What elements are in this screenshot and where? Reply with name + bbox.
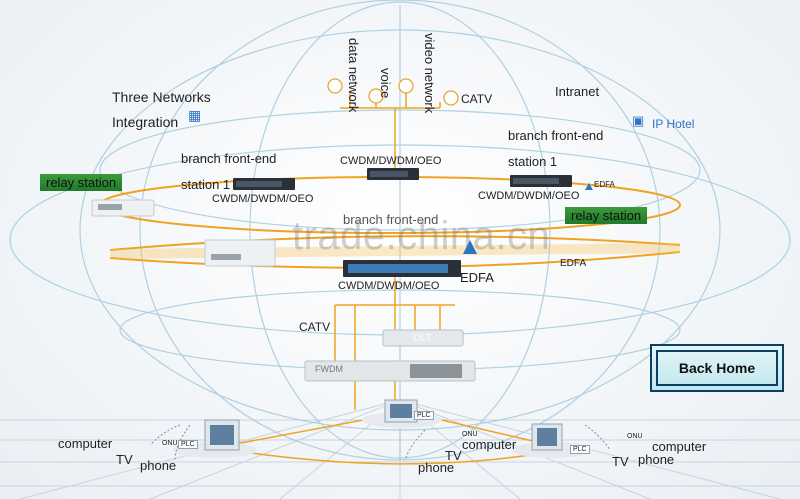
branch-front-end-right-label: branch front-end — [508, 128, 604, 143]
tv-2-label: TV — [445, 448, 462, 463]
building-icon: ▦ — [188, 107, 202, 123]
olt-device — [382, 329, 464, 347]
catv-top-label: CATV — [461, 92, 493, 106]
olt-label: OLT — [413, 333, 432, 344]
branch-front-end-center-label: branch front-end — [343, 212, 439, 227]
phone-3-label: phone — [638, 452, 675, 467]
onu-2-label: ONU — [462, 431, 478, 438]
building-left — [173, 419, 257, 458]
relay-box-left — [91, 199, 155, 217]
voice-label: voice — [378, 68, 393, 99]
fwdm-label: FWDM — [315, 364, 343, 374]
cwdm-device-right — [510, 175, 572, 187]
ip-hotel-icon: ▣ — [632, 113, 645, 128]
onu-3-label: ONU — [627, 433, 643, 440]
relay-box-center — [204, 239, 276, 267]
plc-1-label: PLC — [178, 440, 198, 449]
cwdm-device-center — [343, 260, 461, 277]
ip-hotel-label: IP Hotel — [652, 117, 695, 131]
cwdm-device-top — [367, 168, 419, 180]
intranet-label: Intranet — [555, 84, 600, 99]
relay-station-right-badge: relay station — [565, 207, 648, 224]
cwdm-top-label: CWDM/DWDM/OEO — [340, 155, 442, 167]
tv-1-label: TV — [116, 452, 133, 467]
catv-mid-label: CATV — [299, 320, 331, 334]
cwdm-left-label: CWDM/DWDM/OEO — [212, 193, 314, 205]
edfa-right-label: EDFA — [560, 258, 587, 269]
relay-station-left-badge: relay station — [40, 174, 123, 191]
edfa-center-label: EDFA — [460, 270, 494, 285]
edfa-small-label: EDFA — [594, 180, 615, 189]
station-1-left-label: station 1 — [181, 177, 231, 192]
three-networks-label: Three Networks — [112, 89, 211, 105]
fiber-glow — [109, 243, 681, 259]
cwdm-center-label: CWDM/DWDM/OEO — [338, 280, 440, 292]
computer-2-label: computer — [462, 437, 517, 452]
cwdm-device-left — [233, 178, 295, 190]
branch-front-end-left-label: branch front-end — [181, 151, 277, 166]
station-1-right-label: station 1 — [508, 154, 558, 169]
edfa-markers — [463, 183, 593, 254]
tv-3-label: TV — [612, 454, 629, 469]
back-home-frame — [656, 350, 778, 386]
back-home-button[interactable]: Back Home — [650, 344, 784, 392]
cwdm-right-label: CWDM/DWDM/OEO — [478, 190, 580, 202]
plc-2-label: PLC — [414, 411, 434, 420]
video-network-label: video network — [422, 33, 437, 114]
computer-3-label: computer — [652, 439, 707, 454]
watermark: trade.china.cn — [292, 214, 551, 258]
fwdm-device — [304, 360, 476, 382]
service-icons — [327, 78, 459, 106]
integration-label: Integration — [112, 114, 179, 130]
phone-1-label: phone — [140, 458, 177, 473]
computer-1-label: computer — [58, 436, 113, 451]
phone-2-label: phone — [418, 460, 455, 475]
plc-3-label: PLC — [570, 445, 590, 454]
onu-1-label: ONU — [162, 440, 178, 447]
back-home-label: Back Home — [678, 360, 756, 376]
data-network-label: data network — [346, 38, 361, 113]
